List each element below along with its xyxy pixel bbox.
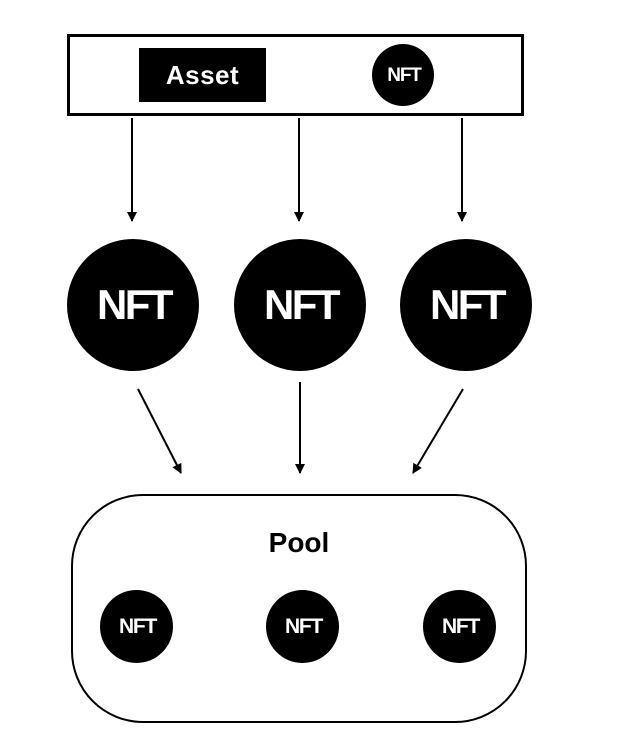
nft-logo-text: NFT bbox=[429, 281, 507, 328]
asset-node: Asset bbox=[139, 48, 266, 102]
pool-nft-2: NFT bbox=[266, 590, 339, 663]
nft-logo-text: NFT bbox=[387, 64, 422, 86]
nft-token-3: NFT bbox=[400, 239, 532, 371]
nft-logo-text: NFT bbox=[118, 615, 157, 638]
arrow-token-3-to-pool bbox=[412, 388, 464, 474]
nft-logo-text: NFT bbox=[96, 281, 174, 328]
asset-label: Asset bbox=[165, 59, 240, 90]
nft-logo-text: NFT bbox=[284, 615, 323, 638]
minted-nft-coin: NFT bbox=[372, 44, 434, 106]
pool-title: Pool bbox=[268, 527, 330, 558]
minting-box: Asset NFT bbox=[67, 34, 524, 116]
nft-logo-text: NFT bbox=[263, 281, 341, 328]
pool-nft-1: NFT bbox=[100, 590, 173, 663]
nft-token-2: NFT bbox=[234, 239, 366, 371]
nft-logo-text: NFT bbox=[441, 615, 480, 638]
nft-token-1: NFT bbox=[67, 239, 199, 371]
pool-container: Pool NFT NFT NFT bbox=[71, 494, 527, 723]
pool-nft-3: NFT bbox=[423, 590, 496, 663]
arrow-token-1-to-pool bbox=[137, 388, 182, 474]
